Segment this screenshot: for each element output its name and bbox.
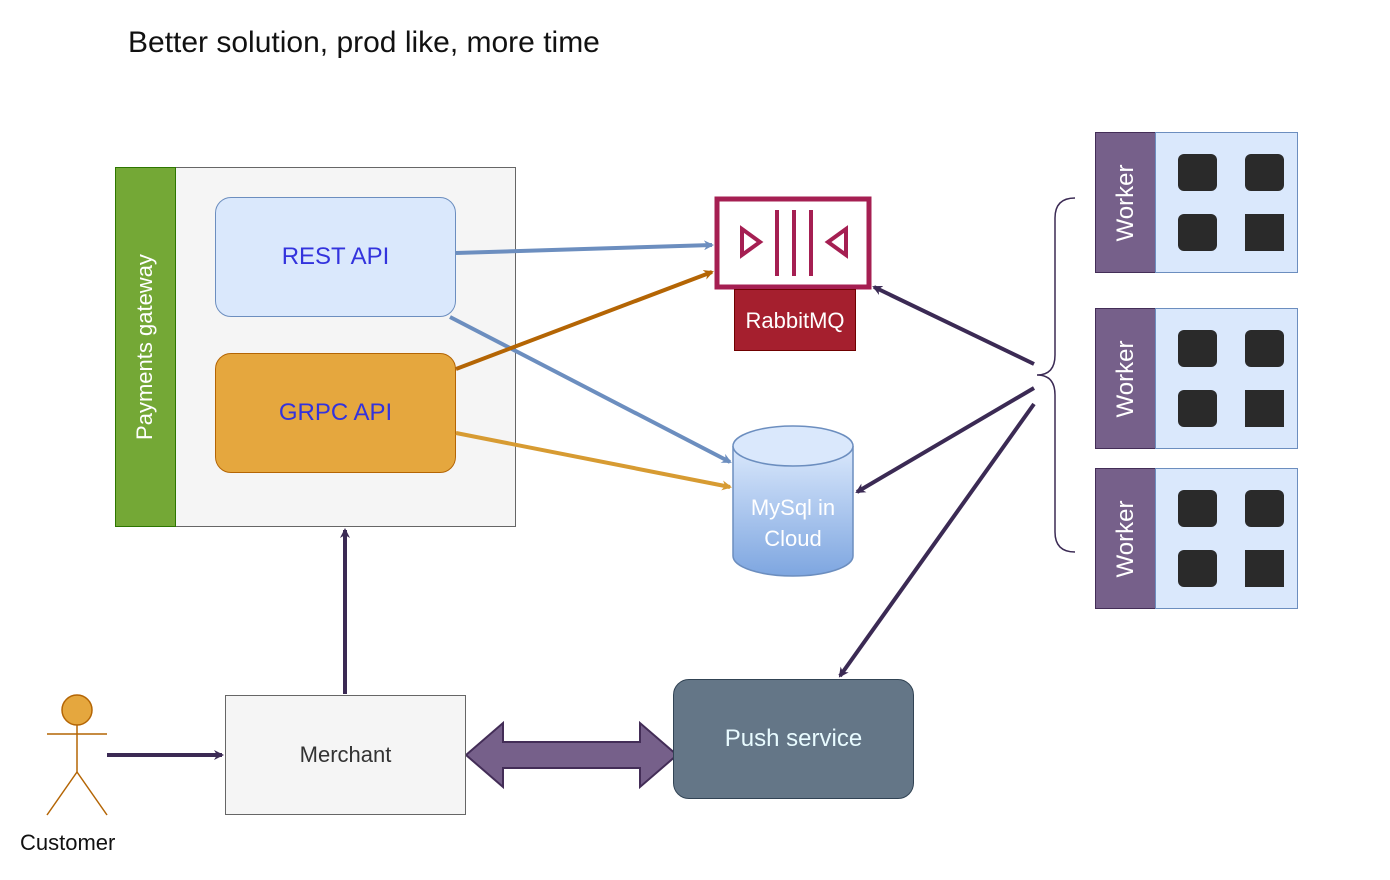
worker-chip-icon <box>1178 154 1217 191</box>
grpc-api-label: GRPC API <box>278 399 393 426</box>
worker-body[interactable] <box>1155 132 1298 273</box>
mysql-database-icon[interactable] <box>732 425 854 577</box>
edge-rest-to-mysql <box>449 315 732 464</box>
worker-chip-icon <box>1245 390 1284 427</box>
merchant-label: Merchant <box>299 742 392 767</box>
worker-chip-icon <box>1178 490 1217 527</box>
workers-brace <box>1036 197 1076 553</box>
edge-workers-to-rabbitmq <box>872 285 1035 366</box>
customer-label: Customer <box>20 830 116 855</box>
grpc-api-node[interactable]: GRPC API <box>215 353 456 473</box>
customer-actor-icon[interactable] <box>46 694 108 816</box>
rabbitmq-label: RabbitMQ <box>734 289 856 351</box>
worker-chip-icon <box>1245 154 1284 191</box>
payments-gateway-band <box>115 167 176 527</box>
worker-chip-icon <box>1245 330 1284 367</box>
worker-label: Worker <box>1112 500 1139 577</box>
worker-body[interactable] <box>1155 468 1298 609</box>
worker-band[interactable]: Worker <box>1095 468 1157 609</box>
worker-chip-icon <box>1178 550 1217 587</box>
rabbitmq-queue-icon[interactable] <box>714 196 872 290</box>
push-service-label: Push service <box>724 725 863 752</box>
worker-chip-icon <box>1245 490 1284 527</box>
worker-chip-icon <box>1178 214 1217 251</box>
worker-label: Worker <box>1112 164 1139 241</box>
edge-merchant-push-bidirectional <box>464 720 679 790</box>
merchant-node[interactable]: Merchant <box>225 695 466 815</box>
worker-chip-icon <box>1245 550 1284 587</box>
push-service-node[interactable]: Push service <box>673 679 914 799</box>
edge-grpc-to-mysql <box>455 431 732 491</box>
worker-body[interactable] <box>1155 308 1298 449</box>
worker-band[interactable]: Worker <box>1095 308 1157 449</box>
edge-workers-to-push <box>838 402 1036 678</box>
diagram-title: Better solution, prod like, more time <box>128 26 600 59</box>
worker-band[interactable]: Worker <box>1095 132 1157 273</box>
edge-grpc-to-rabbitmq <box>455 270 714 371</box>
worker-chip-icon <box>1178 330 1217 367</box>
worker-chip-icon <box>1245 214 1284 251</box>
rest-api-node[interactable]: REST API <box>215 197 456 317</box>
rabbitmq-label-text: RabbitMQ <box>745 308 845 333</box>
edge-rest-to-rabbitmq <box>455 240 714 255</box>
worker-label: Worker <box>1112 340 1139 417</box>
rest-api-label: REST API <box>281 243 390 270</box>
edge-workers-to-mysql <box>855 386 1036 494</box>
worker-chip-icon <box>1178 390 1217 427</box>
